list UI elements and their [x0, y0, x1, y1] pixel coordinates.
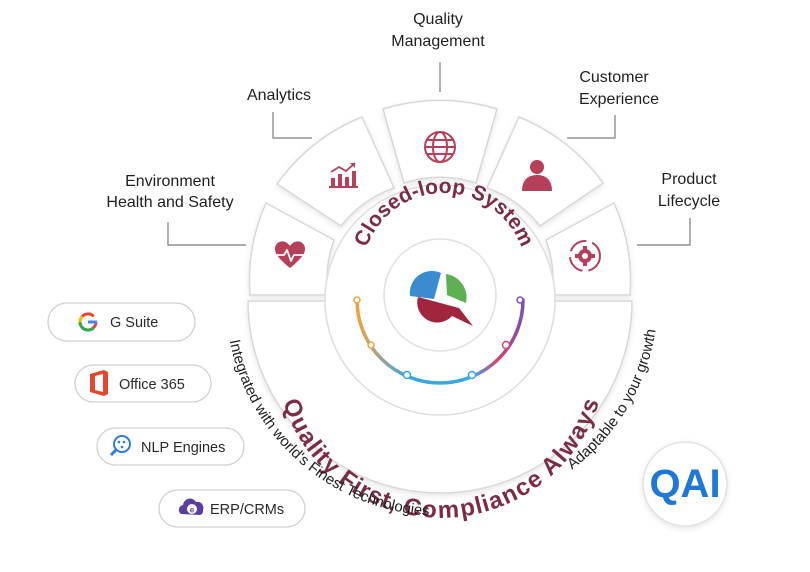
center-logo-icon: [409, 270, 473, 326]
label-customer-line1: Customer: [579, 69, 649, 86]
svg-text:QAI: QAI: [649, 462, 720, 506]
segment-product[interactable]: [545, 201, 632, 296]
label-customer-line2: Experience: [579, 91, 659, 108]
cloud-e-icon: e: [178, 498, 204, 515]
pill-label-erp: ERP/CRMs: [210, 502, 284, 518]
integration-pill-gsuite[interactable]: G Suite: [47, 302, 196, 342]
logo-disc: [383, 238, 497, 352]
integration-pill-office365[interactable]: Office 365: [74, 364, 212, 403]
connector-lines: [167, 62, 691, 246]
globe-icon: [424, 131, 456, 163]
connector-customer: [567, 115, 616, 139]
pill-label-gsuite: G Suite: [110, 315, 158, 331]
google-g-icon: [78, 312, 98, 332]
qai-logo-text: QAI: [649, 462, 720, 506]
heart-pulse-icon: [274, 241, 306, 268]
office-icon: [90, 370, 108, 396]
integration-pill-nlp[interactable]: NLP Engines: [96, 427, 245, 466]
segment-analytics[interactable]: [275, 116, 396, 228]
gear-cycle-icon: [569, 240, 601, 272]
label-product-line2: Lifecycle: [658, 193, 720, 210]
label-ehs-line2: Health and Safety: [106, 194, 233, 211]
user-icon: [522, 160, 552, 191]
segment-customer[interactable]: [485, 116, 605, 228]
connector-analytics: [272, 112, 312, 139]
label-product-line1: Product: [661, 171, 717, 188]
svg-text:e: e: [190, 506, 195, 515]
integration-pill-erp[interactable]: e ERP/CRMs: [158, 489, 306, 528]
qai-logo: QAI: [642, 441, 728, 527]
progress-arc: [353, 296, 525, 385]
label-analytics: Analytics: [247, 87, 311, 104]
bar-chart-icon: [329, 162, 358, 188]
label-quality-line2: Management: [391, 33, 485, 50]
connector-product: [637, 218, 691, 246]
domain-labels: Environment Health and Safety Analytics …: [106, 11, 720, 211]
segment-quality[interactable]: [382, 99, 498, 184]
nlp-search-icon: [109, 435, 131, 457]
pill-label-nlp: NLP Engines: [141, 440, 225, 456]
pill-label-office365: Office 365: [119, 377, 185, 393]
connector-ehs: [167, 222, 246, 246]
label-ehs-line1: Environment: [125, 173, 215, 190]
label-quality-line1: Quality: [413, 11, 463, 28]
